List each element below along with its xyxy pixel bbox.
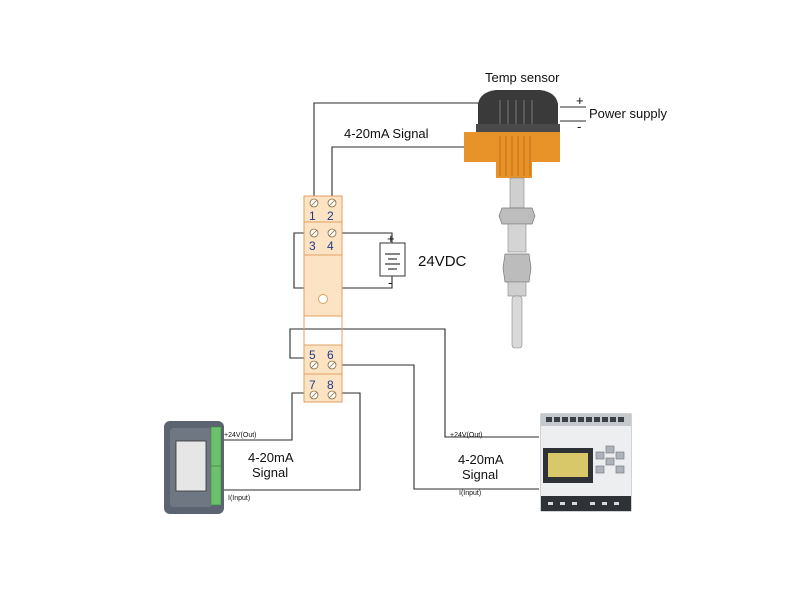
terminal-block-indicator <box>318 294 328 304</box>
left-display-in-label: I(Input) <box>228 495 250 502</box>
power-supply-label: Power supply <box>589 106 668 121</box>
battery-plus-label: + <box>387 231 395 246</box>
power-plus-label: + <box>576 93 584 108</box>
left-signal-label-line1: 4-20mA <box>248 450 294 465</box>
battery-24vdc <box>379 242 406 277</box>
battery-minus-label: - <box>388 275 392 290</box>
wire-terminal8-display <box>222 392 361 491</box>
terminal-screws <box>309 198 337 400</box>
right-plc-out-label: +24V(Out) <box>450 432 483 439</box>
temp-sensor <box>464 90 560 349</box>
terminal-number-5: 5 <box>309 348 316 362</box>
terminal-number-7: 7 <box>309 378 316 392</box>
left-signal-label-line2: Signal <box>252 465 288 480</box>
right-signal-label-line1: 4-20mA <box>458 452 504 467</box>
power-minus-label: - <box>577 119 581 134</box>
terminal-number-2: 2 <box>327 209 334 223</box>
right-signal-label-line2: Signal <box>462 467 498 482</box>
wire-terminal3-loop <box>293 232 393 289</box>
terminal-number-3: 3 <box>309 239 316 253</box>
temp-sensor-label: Temp sensor <box>485 70 560 85</box>
terminal-block: 1 2 3 4 5 6 7 8 <box>303 195 343 403</box>
wire-terminal7-display <box>222 392 314 441</box>
terminal-number-6: 6 <box>327 348 334 362</box>
wire-terminal1-sensor <box>313 102 482 198</box>
wire-terminal2-sensor <box>331 146 464 198</box>
battery-voltage-label: 24VDC <box>418 253 467 270</box>
right-plc-in-label: I(Input) <box>459 490 481 497</box>
wire-terminal6-plc <box>332 364 539 490</box>
terminal-number-4: 4 <box>327 239 334 253</box>
wire-terminal5-loop <box>289 328 539 438</box>
terminal-number-8: 8 <box>327 378 334 392</box>
signal-top-label: 4-20mA Signal <box>344 126 429 141</box>
left-display-device <box>164 421 224 514</box>
plc-device <box>540 413 632 512</box>
terminal-number-1: 1 <box>309 209 316 223</box>
wire-terminal4-battery <box>332 232 393 243</box>
plc-keypad <box>595 445 625 474</box>
left-display-out-label: +24V(Out) <box>224 432 257 439</box>
wires <box>222 102 586 491</box>
